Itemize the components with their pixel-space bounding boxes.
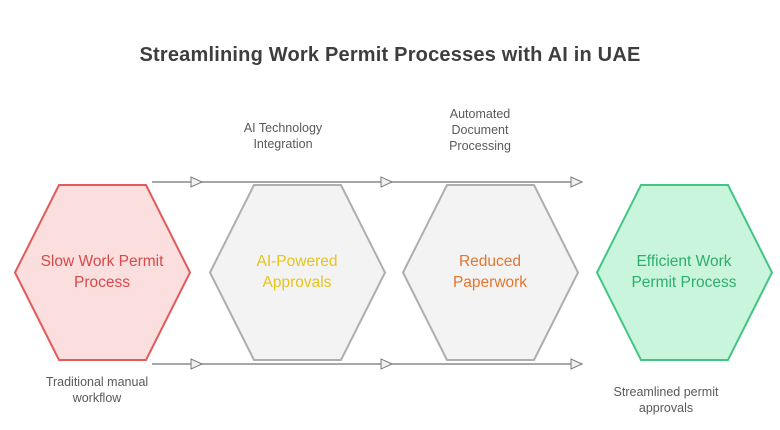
annotation-top-second: Automated Document Processing (395, 106, 565, 154)
annotation-line: Streamlined permit (613, 385, 719, 399)
annotation-bottom-right: Streamlined permit approvals (581, 384, 751, 416)
annotation-line: Automated (449, 107, 511, 121)
arrowhead-icon (570, 176, 584, 188)
arrowhead-icon (190, 176, 204, 188)
hexagon-efficient-work-permit (595, 184, 774, 361)
hexagon-reduced-paperwork (401, 184, 580, 361)
hexagon-label-ai-powered-approvals: AI-Powered Approvals (256, 253, 338, 291)
hexagon-ai-powered-approvals (208, 184, 387, 361)
annotation-top-first: AI Technology Integration (198, 120, 368, 152)
hexagon-label-slow-work-permit: Slow Work Permit Process (40, 253, 164, 291)
annotation-line: Processing (449, 139, 511, 153)
annotation-line: AI Technology (243, 121, 323, 135)
hexagon-slow-work-permit (13, 184, 192, 361)
hexagon-label-efficient-work-permit: Efficient Work Permit Process (631, 253, 737, 291)
annotation-line: Document (451, 123, 509, 137)
arrowhead-icon (570, 358, 584, 370)
annotation-line: Integration (253, 137, 313, 151)
annotation-line: workflow (72, 391, 122, 405)
arrowhead-icon (190, 358, 204, 370)
annotation-line: Traditional manual (45, 375, 149, 389)
annotation-bottom-left: Traditional manual workflow (12, 374, 182, 406)
page-title: Streamlining Work Permit Processes with … (139, 44, 641, 66)
arrowhead-icon (380, 358, 394, 370)
hexagon-label-reduced-paperwork: Reduced Paperwork (452, 253, 528, 291)
annotation-line: approvals (638, 401, 694, 415)
arrowhead-icon (380, 176, 394, 188)
